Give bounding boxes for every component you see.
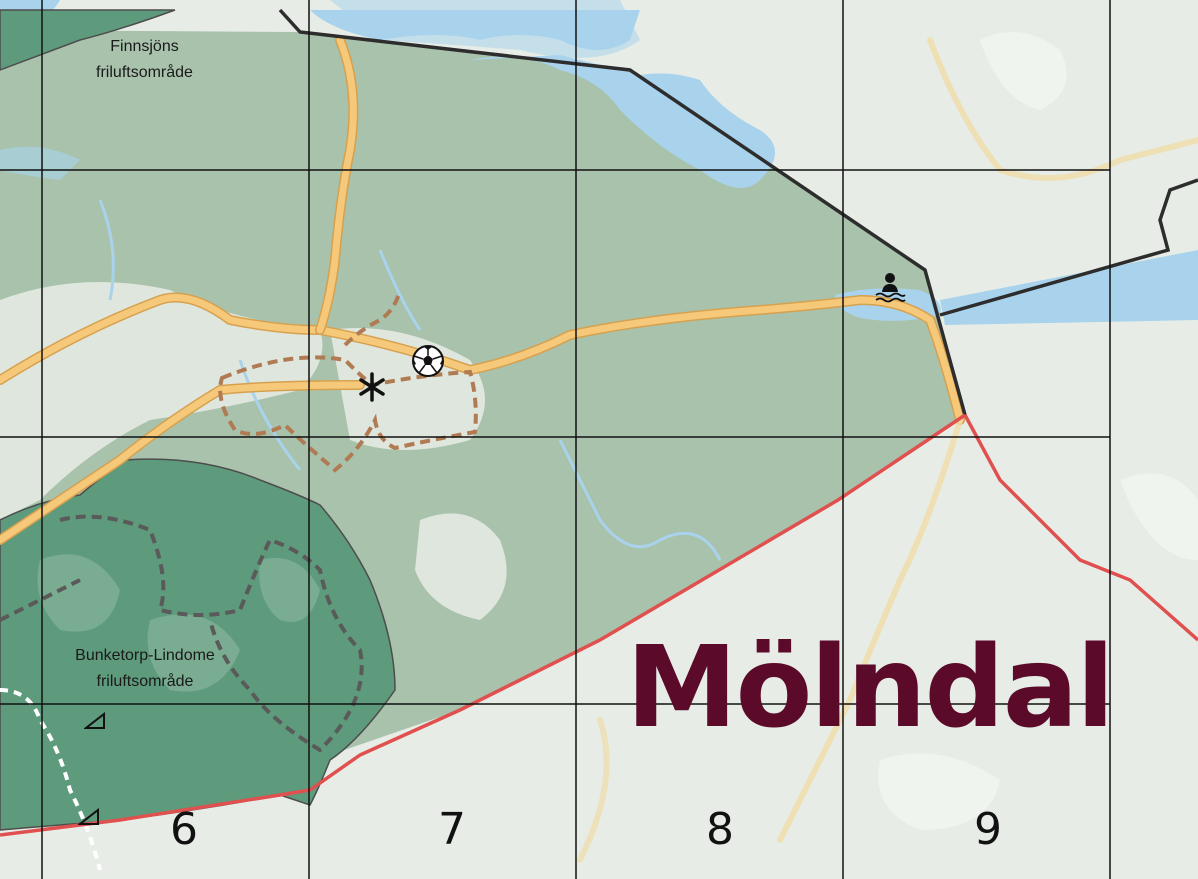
asterisk-icon[interactable]: [357, 372, 387, 402]
urban-areas: [0, 282, 507, 620]
grid-column-8: 8: [706, 804, 734, 855]
open-land-patches: [878, 32, 1198, 830]
grid-column-6: 6: [170, 804, 198, 855]
municipal-border: [0, 413, 966, 837]
finnsjon-name: Finnsjöns: [110, 38, 179, 55]
county-boundary-east: [939, 178, 1198, 317]
roads: [0, 35, 1198, 863]
county-boundary: [278, 8, 967, 416]
soccer-ball-icon[interactable]: [411, 344, 445, 378]
map-grid: [0, 0, 1111, 879]
bunketorp-reserve-label: Bunketorp-Lindome friluftsområde: [40, 643, 250, 695]
nature-reserve-finnsjon: [0, 9, 176, 71]
hiking-trails: [218, 289, 478, 473]
shelter-icon[interactable]: [84, 712, 106, 730]
grid-column-9: 9: [974, 804, 1002, 855]
city-label-molndal: Mölndal: [626, 623, 1115, 753]
bunketorp-type: friluftsområde: [96, 673, 194, 690]
finnsjon-type: friluftsområde: [96, 64, 193, 81]
swimmer-icon[interactable]: [873, 272, 907, 306]
grid-column-7: 7: [438, 804, 466, 855]
streams: [98, 199, 722, 561]
white-trail: [0, 688, 102, 871]
grey-trails: [0, 514, 364, 753]
reserve-patches: [37, 554, 320, 692]
municipal-border-east: [963, 414, 1198, 642]
finnsjon-reserve-label: Finnsjöns friluftsområde: [72, 34, 217, 86]
shelter-icon[interactable]: [78, 808, 100, 826]
bunketorp-name: Bunketorp-Lindome: [75, 647, 215, 664]
